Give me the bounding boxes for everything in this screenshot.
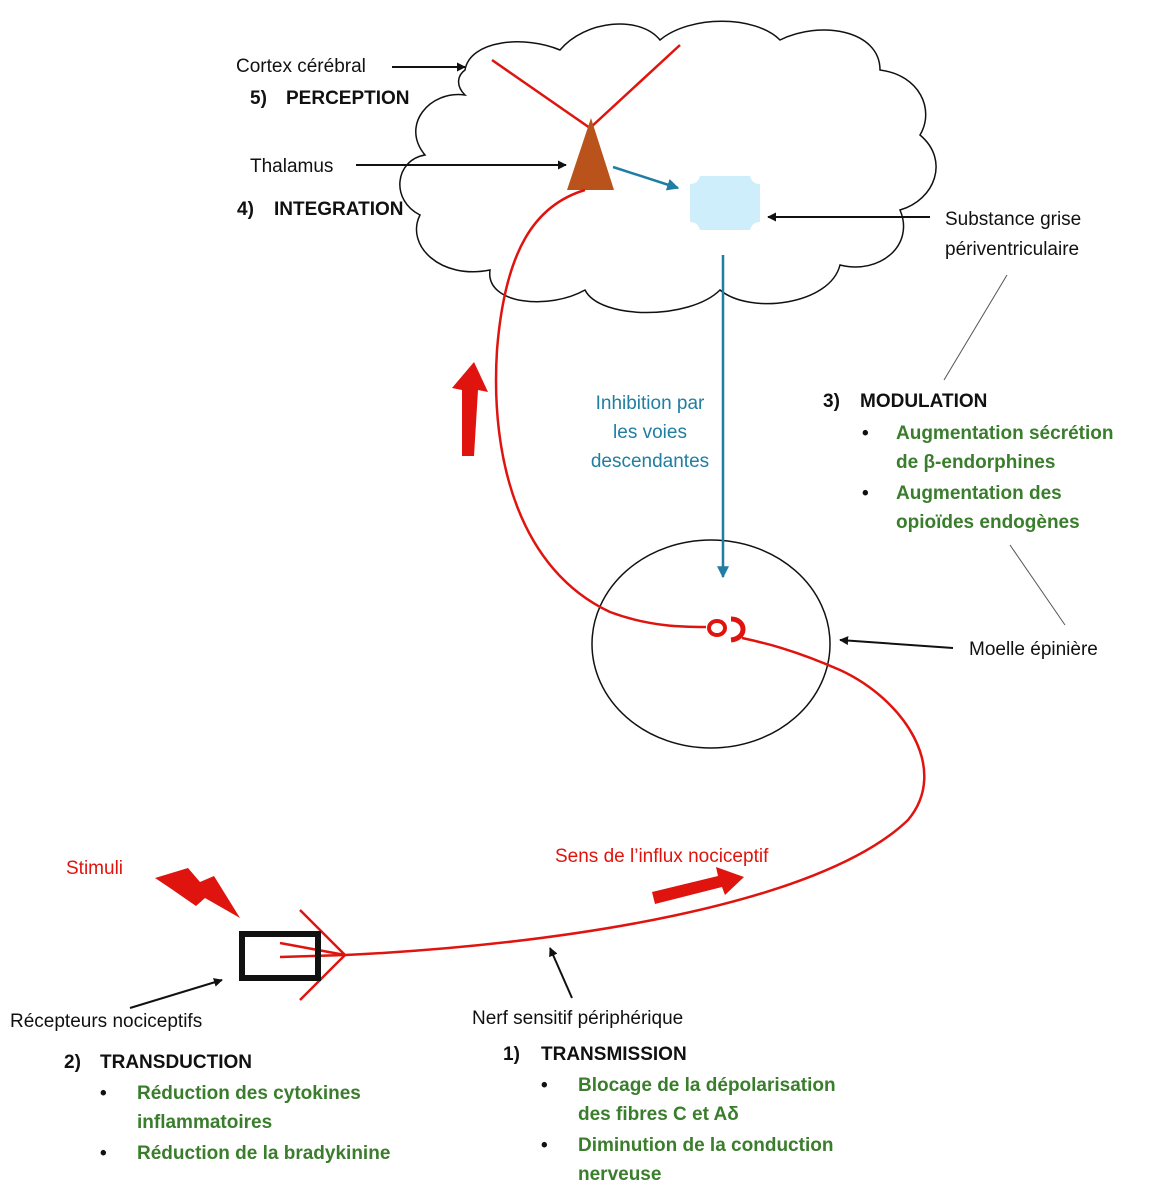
ascending-pathway	[494, 188, 707, 629]
thalamus-neuron	[567, 118, 614, 190]
modulation-bullet-2: •	[862, 483, 869, 504]
cortex-neuron	[491, 44, 681, 130]
modulation-connector-top	[943, 274, 1008, 381]
transmission-bullet-2: •	[541, 1135, 548, 1156]
transmission-item-2-line2: nerveuse	[578, 1164, 661, 1185]
moelle-label: Moelle épinière	[969, 639, 1098, 660]
ascending-direction-arrow	[452, 362, 488, 456]
modulation-item-1-line2: de β-endorphines	[896, 452, 1055, 473]
recepteurs-label: Récepteurs nociceptifs	[10, 1011, 202, 1032]
transmission-item-1-line2: des fibres C et Aδ	[578, 1104, 739, 1125]
modulation-bullet-1: •	[862, 423, 869, 444]
nerf-label: Nerf sensitif périphérique	[472, 1008, 683, 1029]
modulation-title: MODULATION	[860, 391, 987, 412]
inhibition-label-line3: descendantes	[591, 451, 709, 472]
thalamus-label: Thalamus	[250, 156, 333, 177]
spinal-cord	[591, 539, 831, 749]
transduction-item-2-line1: Réduction de la bradykinine	[137, 1143, 390, 1164]
moelle-pointer-arrow	[839, 636, 954, 649]
transduction-title: TRANSDUCTION	[100, 1052, 252, 1073]
cortex-label: Cortex cérébral	[236, 56, 366, 77]
transduction-item-1-line2: inflammatoires	[137, 1112, 272, 1133]
transmission-number: 1)	[503, 1044, 520, 1065]
transmission-bullet-1: •	[541, 1075, 548, 1096]
peripheral-nerve	[344, 636, 926, 957]
perception-title: PERCEPTION	[286, 88, 410, 109]
influx-label: Sens de l’influx nociceptif	[555, 846, 769, 867]
synapse	[707, 616, 746, 643]
pag-label-line1: Substance grise	[945, 209, 1081, 230]
perception-number: 5)	[250, 88, 267, 109]
modulation-item-2-line1: Augmentation des	[896, 483, 1062, 504]
transduction-number: 2)	[64, 1052, 81, 1073]
transmission-item-1-line1: Blocage de la dépolarisation	[578, 1075, 836, 1096]
transduction-item-1-line1: Réduction des cytokines	[137, 1083, 361, 1104]
brain-cloud	[399, 20, 937, 314]
modulation-item-2-line2: opioïdes endogènes	[896, 512, 1080, 533]
stimuli-label: Stimuli	[66, 858, 123, 879]
transmission-item-2-line1: Diminution de la conduction	[578, 1135, 833, 1156]
integration-title: INTEGRATION	[274, 199, 403, 220]
transmission-title: TRANSMISSION	[541, 1044, 687, 1065]
modulation-item-1-line1: Augmentation sécrétion	[896, 423, 1113, 444]
integration-number: 4)	[237, 199, 254, 220]
pag-shape	[690, 176, 760, 230]
inhibition-label-line2: les voies	[613, 422, 687, 443]
pag-label-line2: périventriculaire	[945, 239, 1079, 260]
transduction-bullet-2: •	[100, 1143, 107, 1164]
lightning-bolt-icon	[155, 868, 240, 918]
nerve-ending	[279, 909, 346, 1001]
transduction-bullet-1: •	[100, 1083, 107, 1104]
modulation-number: 3)	[823, 391, 840, 412]
inhibition-label-line1: Inhibition par	[596, 393, 705, 414]
receptor-box	[239, 931, 321, 981]
receptor-pointer-arrow	[129, 978, 223, 1009]
modulation-connector-bottom	[1009, 544, 1066, 626]
influx-direction-arrow	[652, 867, 744, 904]
thalamus-to-pag-arrow	[612, 165, 680, 191]
nerve-pointer-arrow	[549, 947, 573, 999]
